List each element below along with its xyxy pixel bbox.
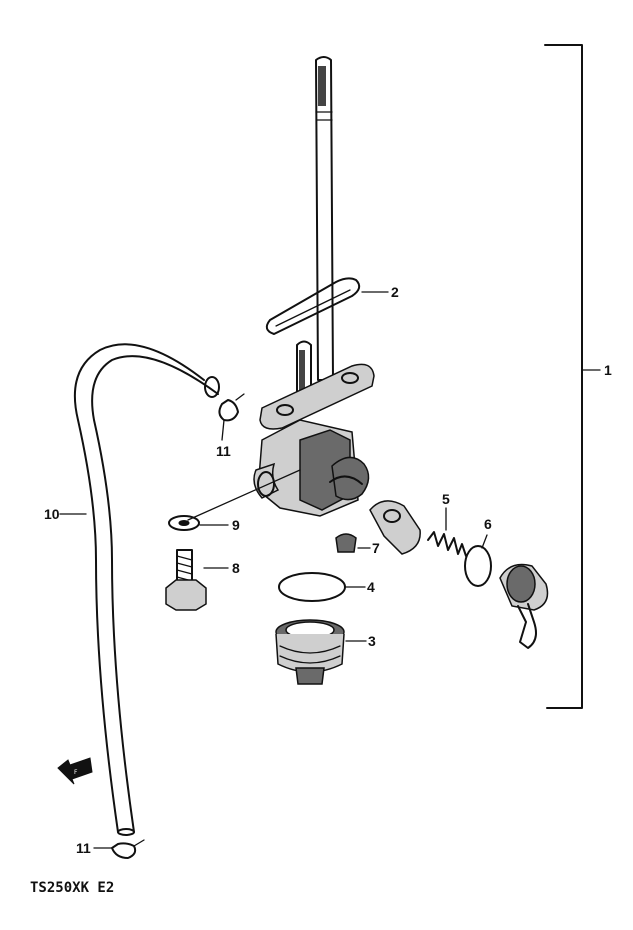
washer-9 bbox=[168, 515, 229, 531]
callout-1: 1 bbox=[604, 362, 612, 378]
callout-7: 7 bbox=[372, 540, 380, 556]
fuel-hose-10 bbox=[59, 343, 220, 836]
o-ring-4 bbox=[278, 572, 366, 602]
svg-text:F: F bbox=[74, 769, 78, 776]
sediment-cap-3 bbox=[275, 619, 367, 685]
callout-3: 3 bbox=[368, 633, 376, 649]
callout-11-top: 11 bbox=[216, 443, 231, 459]
callout-9: 9 bbox=[232, 517, 240, 533]
callout-2: 2 bbox=[391, 284, 399, 300]
callout-10: 10 bbox=[44, 506, 60, 522]
hose-clip-11-top bbox=[218, 393, 245, 441]
o-ring-6 bbox=[464, 534, 492, 587]
front-direction-arrow-icon: F bbox=[57, 757, 93, 785]
callout-6: 6 bbox=[484, 516, 492, 532]
screw-7 bbox=[335, 533, 371, 553]
gasket-2 bbox=[265, 277, 389, 335]
model-code: TS250XK E2 bbox=[30, 880, 114, 896]
fuel-pickup-tube bbox=[315, 56, 334, 381]
callout-5: 5 bbox=[442, 491, 450, 507]
assembly-bracket bbox=[544, 44, 601, 709]
callout-11-bottom: 11 bbox=[76, 840, 91, 856]
fuel-cock-body bbox=[187, 363, 375, 521]
bolt-8 bbox=[165, 549, 229, 611]
callout-8: 8 bbox=[232, 560, 240, 576]
lever bbox=[499, 563, 549, 649]
hose-clip-11-bottom bbox=[93, 839, 145, 859]
valve-plug bbox=[369, 500, 421, 555]
spring-5 bbox=[427, 507, 467, 557]
callout-4: 4 bbox=[367, 579, 375, 595]
